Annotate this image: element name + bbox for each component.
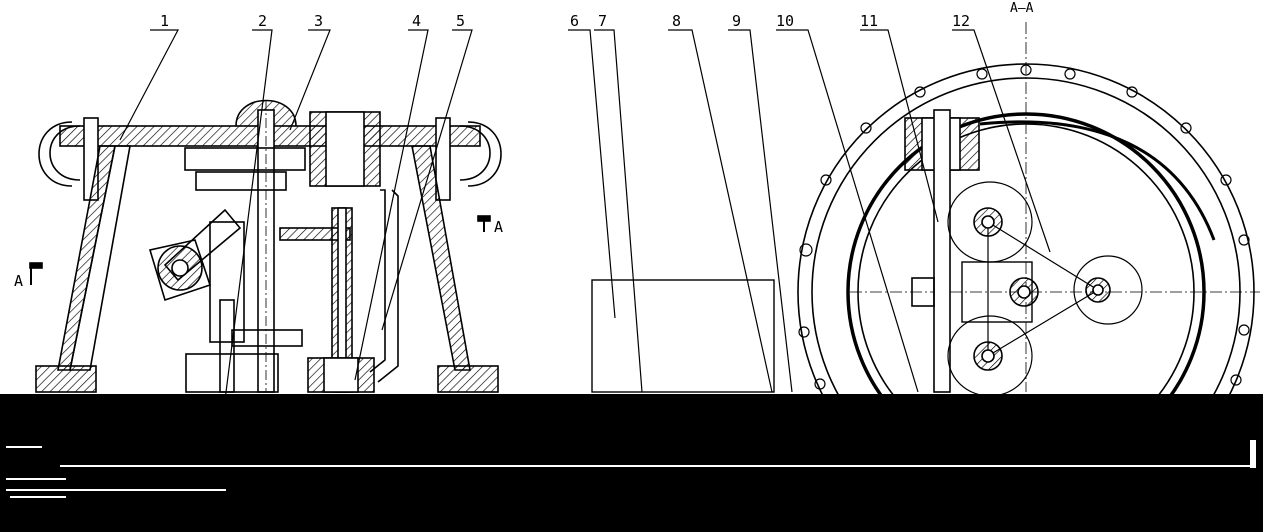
part-label-3: 3	[314, 12, 323, 30]
section-marker-right: A	[494, 218, 503, 236]
flange-bolt-holes	[798, 64, 1250, 390]
pulley	[195, 171, 287, 191]
left-handle	[49, 125, 81, 181]
right-handle-outer	[467, 121, 502, 187]
part-label-11: 11	[860, 12, 878, 30]
part-labels: 1 2 3 4 5 6 7 8 9 10 11 12	[160, 12, 970, 30]
cable-path	[979, 120, 1216, 241]
right-handle	[459, 125, 491, 181]
right-foot	[437, 365, 499, 393]
section-title: A–A	[1010, 1, 1034, 16]
vertical-shaft	[933, 109, 951, 393]
part-label-5: 5	[456, 12, 465, 30]
section-view-aa	[797, 22, 1260, 521]
leader-lines	[119, 29, 1051, 401]
scan-streak	[60, 465, 1256, 467]
part-label-12: 12	[952, 12, 970, 30]
left-foot	[35, 365, 97, 393]
sub-plate	[184, 147, 306, 171]
part-label-7: 7	[598, 12, 607, 30]
part-label-2: 2	[258, 12, 267, 30]
bearing-column	[209, 221, 245, 343]
part-label-4: 4	[412, 12, 421, 30]
part-label-1: 1	[160, 12, 169, 30]
part-label-10: 10	[776, 12, 794, 30]
scan-streak	[10, 496, 66, 498]
motor-box	[591, 279, 775, 393]
part-label-6: 6	[570, 12, 579, 30]
scan-streak	[6, 478, 66, 480]
part-label-9: 9	[732, 12, 741, 30]
section-marker-left: A	[14, 272, 23, 290]
guide-tube	[369, 189, 386, 373]
clamp-bracket	[961, 261, 1033, 323]
black-band	[0, 394, 1263, 532]
scan-streak	[1250, 440, 1256, 468]
scan-streak	[6, 446, 42, 448]
left-handle-outer	[38, 121, 73, 187]
disc	[231, 329, 303, 347]
base-block	[185, 353, 279, 393]
scan-streak	[6, 489, 226, 491]
front-section-view	[29, 99, 502, 393]
part-label-8: 8	[672, 12, 681, 30]
triangle-linkage	[987, 220, 1100, 358]
